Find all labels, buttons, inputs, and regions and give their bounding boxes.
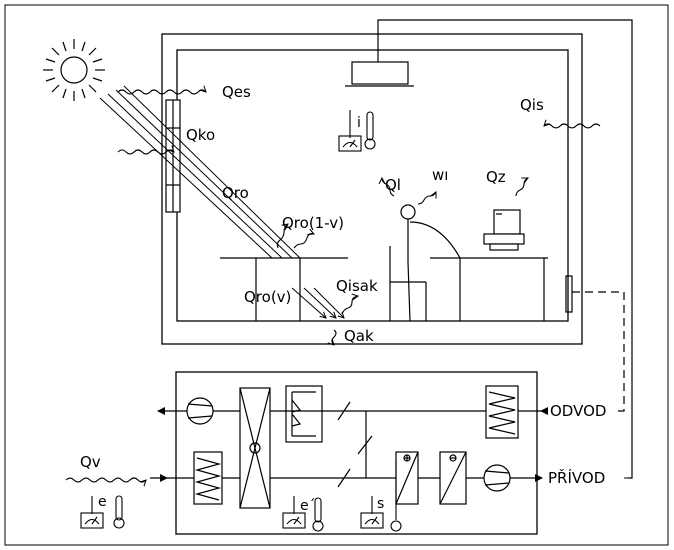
label-qisak: Qisak <box>336 277 378 295</box>
exhaust-bag-filter <box>285 385 323 443</box>
exhaust-fan <box>186 397 214 425</box>
room-outer-wall <box>161 33 583 345</box>
chair <box>389 246 427 321</box>
label-sensor-s: s <box>377 496 384 512</box>
label-privod: PŘÍVOD <box>548 468 605 487</box>
label-qis: Qis <box>520 96 544 114</box>
label-qak: Qak <box>344 327 374 345</box>
computer-icon <box>483 209 525 251</box>
supply-filter <box>193 451 223 505</box>
person-icon <box>400 204 461 322</box>
sensor-e-prime <box>282 496 324 532</box>
label-wi: wı <box>432 166 448 184</box>
sun-icon <box>43 39 105 101</box>
qko-arrow <box>117 150 174 155</box>
window <box>165 99 181 213</box>
return-grille <box>565 275 573 313</box>
qz-arrow <box>515 178 528 197</box>
qro1v-arrow-b <box>293 234 314 249</box>
sensor-outdoor-e <box>80 495 125 529</box>
outer-frame <box>4 4 669 546</box>
desk <box>430 257 548 321</box>
label-qz: Qz <box>486 168 506 186</box>
exhaust-filter <box>485 385 519 439</box>
odvod-arrowhead <box>540 407 548 415</box>
supply-inlet-arrowhead <box>160 474 168 482</box>
qro1v-arrow-a <box>276 224 288 249</box>
solar-rays <box>99 85 301 259</box>
label-sensor-i: i <box>357 115 361 131</box>
label-ql: Ql <box>385 176 401 194</box>
label-qro-v: Qro(v) <box>244 288 291 306</box>
label-qes: Qes <box>222 83 251 101</box>
exhaust-duct-dashed <box>572 291 625 412</box>
ceiling-diffuser <box>345 19 633 479</box>
heat-flow-arrows <box>65 90 601 482</box>
label-sensor-e: e <box>98 494 107 510</box>
label-odvod: ODVOD <box>550 402 606 420</box>
ahu-casing <box>175 371 538 535</box>
ql-arrow <box>382 178 395 197</box>
supply-fan <box>483 464 511 492</box>
qis-arrow <box>544 124 601 129</box>
label-sensor-e-prime: e´ <box>300 498 316 514</box>
mixing-dampers <box>337 401 373 488</box>
qrov-arrows <box>291 287 344 318</box>
sensor-indoor-i <box>338 110 376 152</box>
label-qv: Qv <box>80 453 101 471</box>
heating-coil <box>395 451 419 505</box>
label-qko: Qko <box>186 126 215 144</box>
labels: Qes Qko Qro Qro(1-v) Qro(v) Qisak Qak Qi… <box>80 83 606 514</box>
qak-arrow <box>332 329 337 345</box>
qv-arrow <box>65 477 146 482</box>
heat-recovery-exchanger <box>239 387 271 509</box>
wi-arrow <box>417 192 436 205</box>
label-qro-1v: Qro(1-v) <box>282 214 344 232</box>
qisak-arrow <box>341 296 358 315</box>
qes-arrow <box>117 90 206 95</box>
cooling-coil <box>439 451 467 505</box>
table-left <box>220 257 348 321</box>
label-qro: Qro <box>222 184 249 202</box>
